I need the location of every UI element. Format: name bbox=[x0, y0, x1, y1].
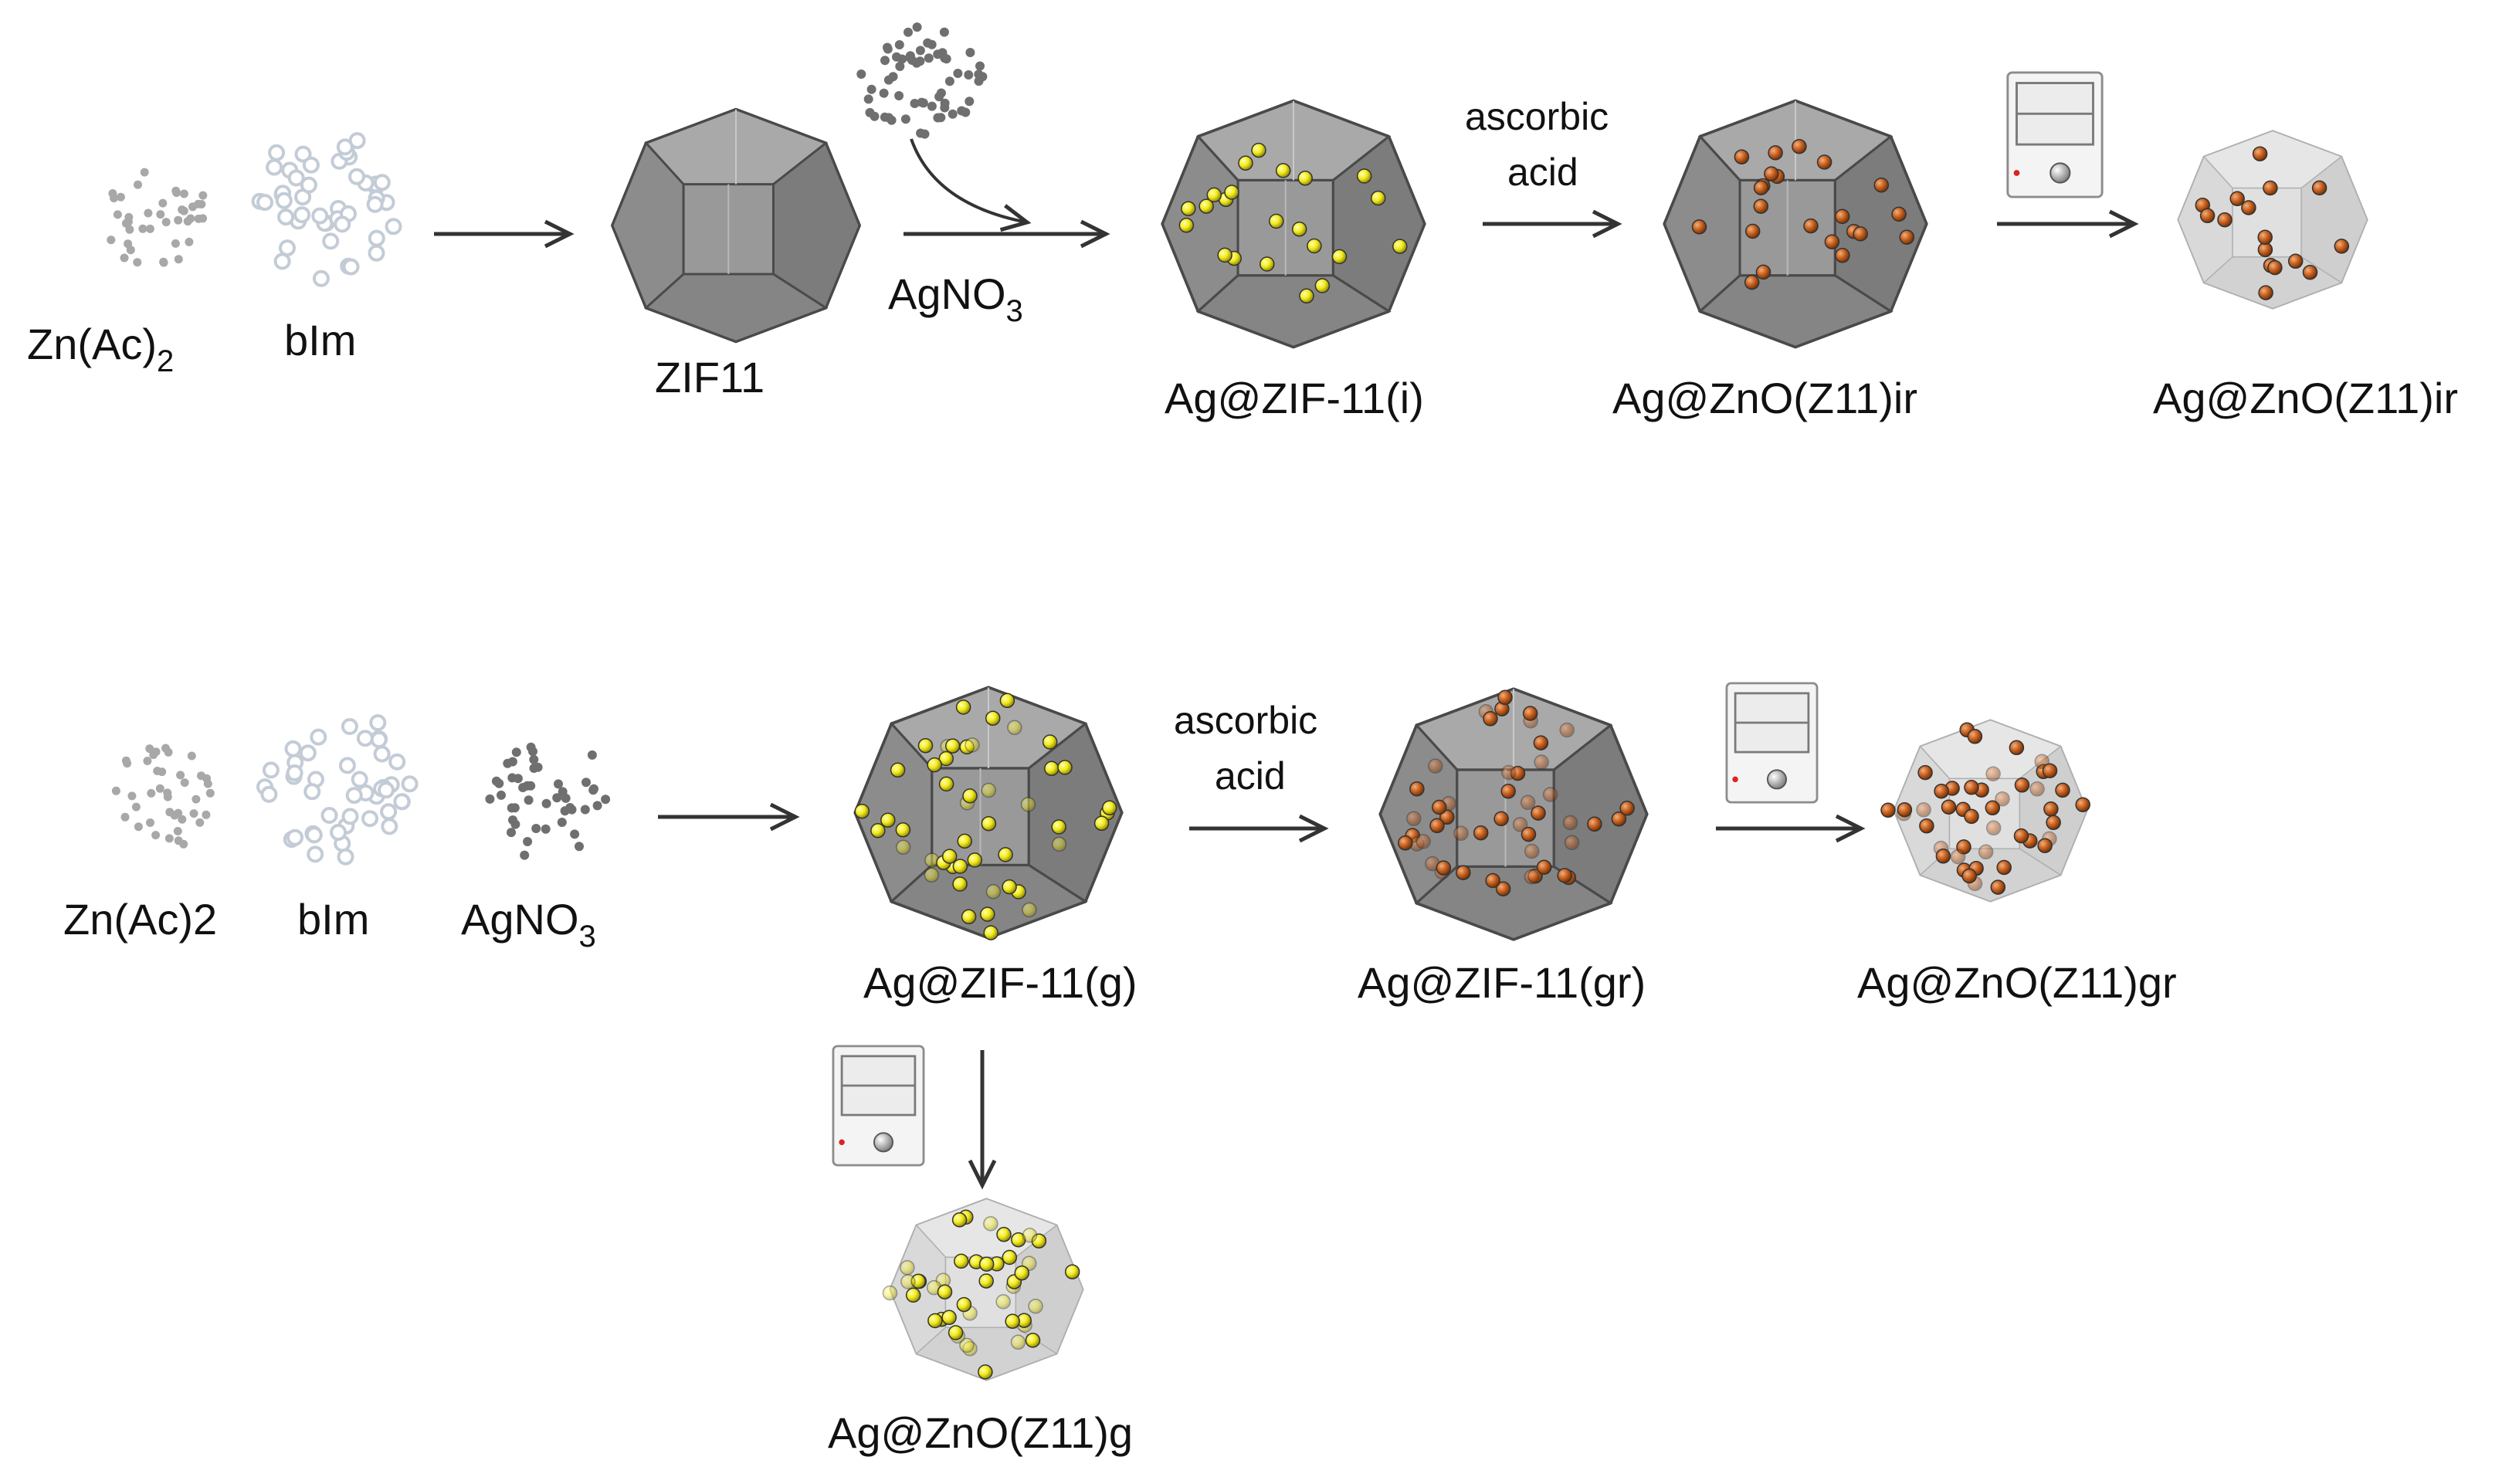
ag-zif11-gr-crystal bbox=[1381, 689, 1647, 939]
agno3-particles-top bbox=[856, 22, 988, 139]
agno3-addition-arrow bbox=[910, 138, 1032, 232]
ag-particles-zif11-i bbox=[1178, 142, 1408, 304]
zn-ac-label-bottom: Zn(Ac)2 bbox=[63, 895, 217, 944]
furnace-icon bbox=[2006, 71, 2104, 198]
zn-ac-particles-top bbox=[107, 168, 208, 267]
ag-zno-g-label: Ag@ZnO(Z11)g bbox=[828, 1408, 1133, 1457]
ag-zno-ir-label-1: Ag@ZnO(Z11)ir bbox=[1612, 374, 1917, 422]
furnace-icon-bottom-2 bbox=[832, 1045, 925, 1167]
ag-particles-zno-gr bbox=[1880, 722, 2090, 895]
ag-zif11-g-crystal bbox=[856, 687, 1122, 937]
zn-ac-label-top: Zn(Ac)2 bbox=[27, 320, 174, 378]
ag-zif11-i-label: Ag@ZIF-11(i) bbox=[1165, 374, 1424, 422]
ascorbic-label-top-1: ascorbic bbox=[1465, 95, 1609, 138]
ag-zno-ir-label-2: Ag@ZnO(Z11)ir bbox=[2153, 374, 2458, 422]
zn-ac-particles-bottom bbox=[111, 744, 215, 849]
agno3-label-bottom: AgNO3 bbox=[461, 895, 596, 954]
zif11-crystal bbox=[611, 107, 861, 344]
furnace-icon-bottom-1 bbox=[1725, 682, 1819, 804]
ag-zno-gr-label: Ag@ZnO(Z11)gr bbox=[1857, 958, 2177, 1007]
ag-zif11-gr-label: Ag@ZIF-11(gr) bbox=[1358, 958, 1646, 1007]
ag-particles-zno-ir-calcined bbox=[2195, 146, 2350, 300]
agno3-label-top: AgNO3 bbox=[888, 269, 1023, 328]
ag-particles-zif11-g bbox=[854, 693, 1117, 940]
ascorbic-label-bottom-1: ascorbic bbox=[1174, 699, 1317, 742]
ag-particles-zif11-gr bbox=[1398, 689, 1635, 896]
zif11-label: ZIF11 bbox=[655, 353, 765, 401]
ag-particles-zno-ir bbox=[1691, 138, 1915, 290]
agno3-particles-bottom bbox=[485, 742, 611, 860]
ascorbic-label-top-2: acid bbox=[1507, 151, 1578, 194]
ag-zif11-i-crystal bbox=[1162, 101, 1424, 347]
bim-label-top: bIm bbox=[284, 316, 356, 364]
precursors-bottom bbox=[111, 714, 611, 866]
bim-particles-top bbox=[251, 132, 402, 287]
ascorbic-label-bottom-2: acid bbox=[1215, 754, 1286, 798]
silver-particles-layer bbox=[854, 138, 2350, 1380]
ag-zif11-g-label: Ag@ZIF-11(g) bbox=[863, 958, 1137, 1007]
bim-particles-bottom bbox=[256, 714, 419, 866]
precursors-top bbox=[107, 22, 988, 287]
ag-particles-zno-g bbox=[882, 1209, 1080, 1380]
bim-label-bottom: bIm bbox=[297, 895, 369, 944]
